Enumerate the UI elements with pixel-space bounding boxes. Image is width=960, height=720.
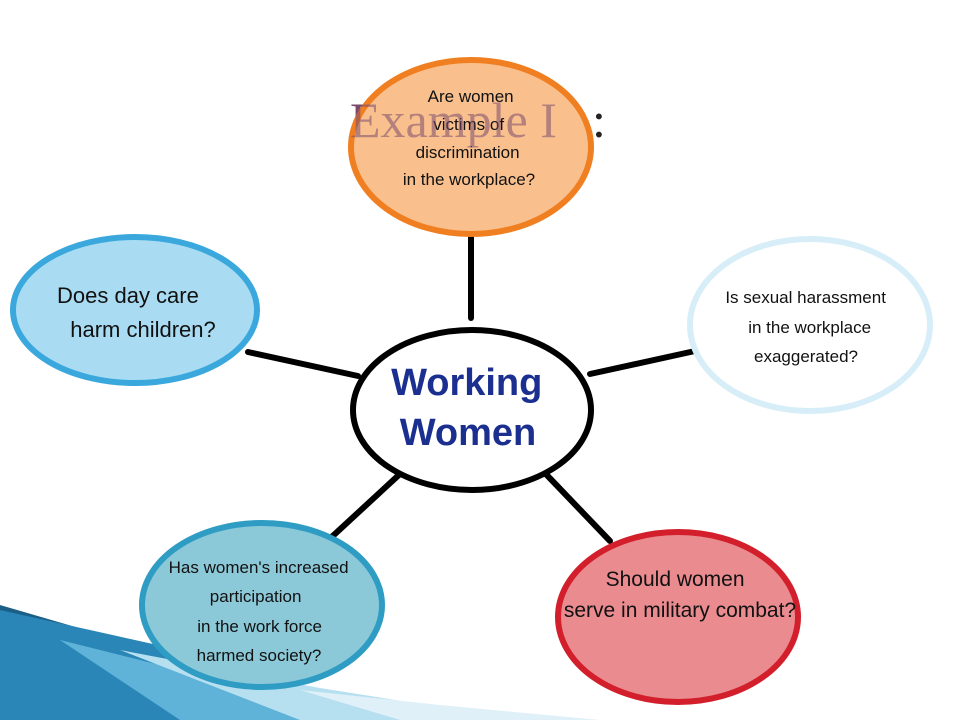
center-line-2: Women: [400, 412, 537, 454]
node-bottom-left: Has women's increased participation in t…: [139, 520, 385, 690]
node-top-line-4: in the workplace?: [403, 170, 535, 189]
node-top: Are women victims of discrimination in t…: [348, 57, 594, 237]
node-bottom-left-bubble: [142, 523, 382, 687]
node-bottom-left-line-2: participation: [210, 587, 302, 606]
node-bottom-left-outline: [139, 520, 385, 690]
node-left: Does day care harm children?: [10, 234, 260, 386]
node-right: Is sexual harassment in the workplace ex…: [687, 236, 933, 414]
node-left-bubble: [13, 237, 257, 383]
connector-left: [245, 349, 361, 379]
node-right-line-1: Is sexual harassment: [725, 288, 886, 307]
node-right-line-3: exaggerated?: [754, 347, 858, 366]
slide-title-overlay: Example I: [350, 92, 557, 148]
connector-right: [587, 348, 698, 377]
node-left-line-2: harm children?: [70, 317, 216, 342]
node-right-line-2: in the workplace: [748, 318, 871, 337]
node-bottom-right-line-1: Should women: [606, 568, 745, 591]
node-bottom-right-outline: [555, 529, 801, 705]
connector-lines: [245, 229, 698, 548]
node-bottom-right-line-2: serve in military combat?: [564, 599, 796, 622]
svg-text:Should women serve in mi: Should women serve in military combat?: [564, 568, 796, 622]
node-right-bubble: [690, 239, 930, 411]
svg-text:Working Women: Working Women: [391, 362, 553, 454]
node-top-line-1: Are women: [428, 87, 514, 106]
node-top-line-3: discrimination: [416, 143, 520, 162]
svg-text:Does day care harm child: Does day care harm children?: [57, 283, 216, 342]
slide-title-colon: :: [592, 92, 606, 148]
node-bottom-left-line-4: harmed society?: [197, 646, 322, 665]
node-top-line-2: victims of: [433, 115, 504, 134]
node-top-bubble: [351, 60, 591, 234]
svg-text:Are women victims of: Are women victims of discrimination in t…: [403, 87, 535, 189]
svg-text:Is sexual harassment in: Is sexual harassment in the workplace ex…: [725, 288, 890, 366]
node-right-outline: [687, 236, 933, 414]
node-left-outline: [10, 234, 260, 386]
node-bottom-left-line-3: in the work force: [197, 617, 322, 636]
connector-bottom-right: [539, 467, 613, 544]
center-line-1: Working: [391, 362, 542, 404]
svg-text:Has women's increased pa: Has women's increased participation in t…: [169, 558, 354, 665]
node-bottom-right: Should women serve in military combat?: [555, 529, 801, 705]
connector-bottom-left: [320, 470, 404, 548]
node-bottom-right-bubble: [558, 532, 798, 702]
node-left-line-1: Does day care: [57, 283, 199, 308]
node-center: Working Women: [350, 327, 594, 493]
node-center-bubble: [350, 327, 594, 493]
node-top-outline: [348, 57, 594, 237]
node-bottom-left-line-1: Has women's increased: [169, 558, 349, 577]
